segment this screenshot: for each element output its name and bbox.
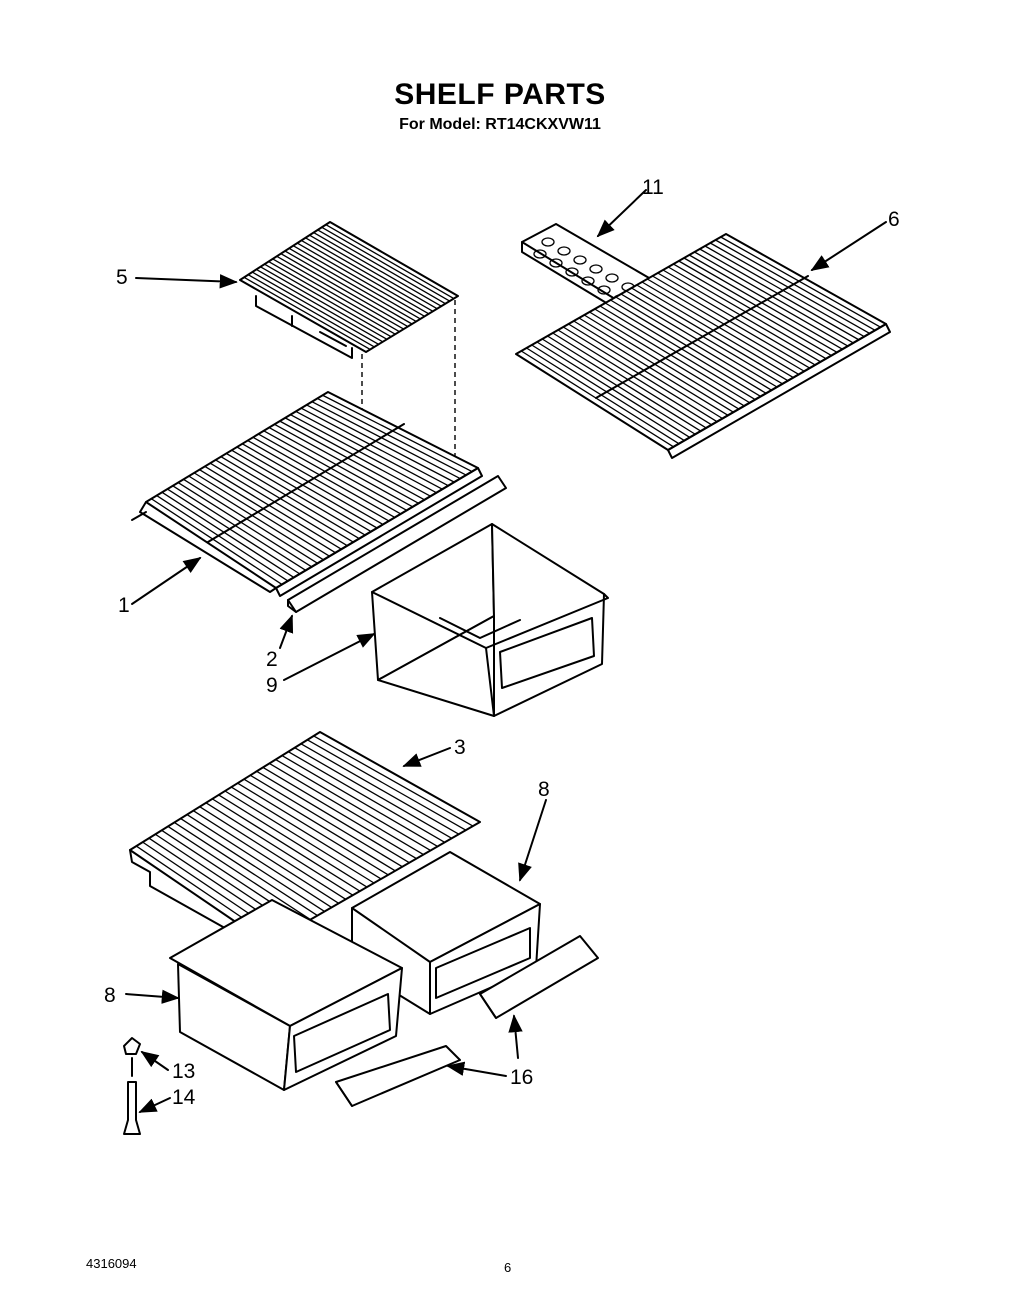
callout-8-left: 8: [104, 984, 116, 1007]
part-2-trim-strip: [287, 475, 507, 613]
callout-16: 16: [510, 1066, 533, 1089]
callout-6: 6: [888, 208, 900, 231]
callout-3: 3: [454, 736, 466, 759]
callout-11: 11: [642, 176, 664, 199]
page-number: 6: [504, 1260, 512, 1275]
part-9-crisper-pan: [371, 523, 609, 717]
part-8-crisper-pan-left: [169, 899, 403, 1091]
callout-8-right: 8: [538, 778, 550, 801]
part-1-wire-shelf: [131, 391, 483, 597]
part-number: 4316094: [86, 1256, 137, 1271]
callout-labels: 1 2 3 5 6 8 8 9 11 13 14 16: [104, 176, 900, 1109]
part-8-crisper-pan-right: [351, 851, 541, 1015]
part-16-crisper-cover-right: [479, 935, 599, 1019]
callout-14: 14: [172, 1086, 196, 1109]
part-14-shaft: [123, 1057, 141, 1135]
part-13-knob: [123, 1037, 141, 1055]
model-subtitle: For Model: RT14CKXVW11: [399, 116, 601, 133]
callout-2: 2: [266, 648, 278, 671]
part-5-small-wire-shelf: [239, 221, 459, 359]
callout-1: 1: [118, 594, 130, 617]
page-title: SHELF PARTS: [394, 78, 606, 111]
leader-lines: [125, 189, 887, 1113]
callout-9: 9: [266, 674, 278, 697]
callout-5: 5: [116, 266, 128, 289]
callout-13: 13: [172, 1060, 195, 1083]
part-16-crisper-cover-left: [335, 1045, 461, 1107]
part-6-wire-shelf: [515, 233, 891, 459]
